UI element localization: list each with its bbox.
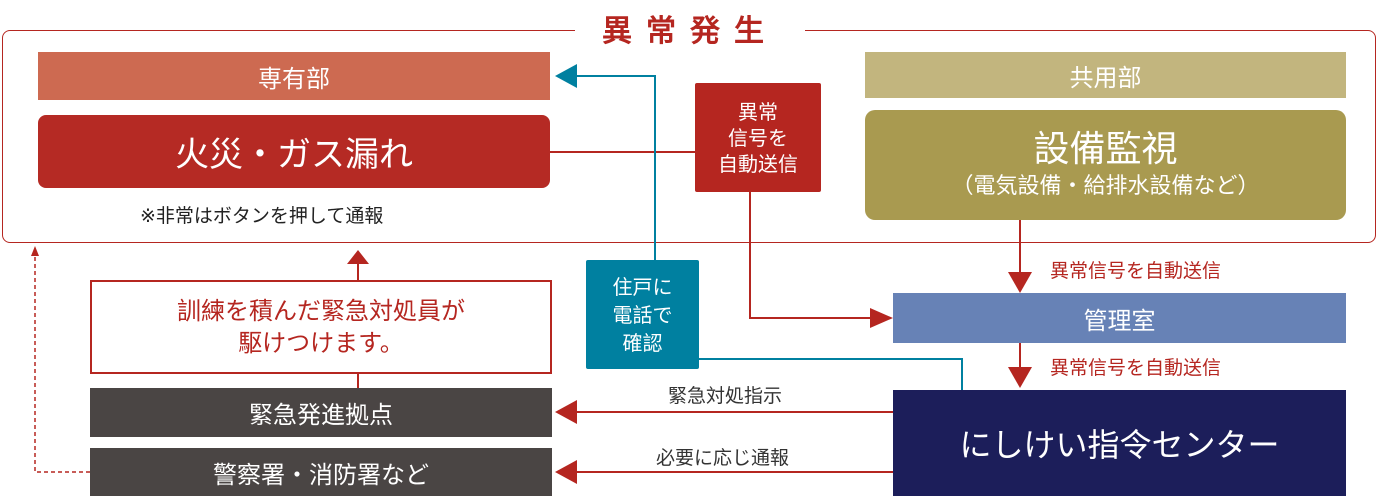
police-dashed-line: [34, 256, 90, 473]
private-area-header: 専有部: [38, 52, 550, 100]
arrow-head: [347, 250, 369, 264]
phone-to-private-line: [575, 75, 656, 260]
arrow-head: [870, 308, 893, 328]
management-room-box: 管理室: [893, 293, 1346, 343]
instruction-label: 緊急対処指示: [668, 385, 783, 407]
responders-box: 訓練を積んだ緊急対処員が 駆けつけます。: [90, 280, 552, 374]
arrow-head: [555, 64, 577, 88]
command-center-box: にしけい指令センター: [893, 390, 1346, 496]
arrow-head: [31, 246, 39, 256]
signal-to-management-line: [749, 192, 870, 319]
emergency-button-note: ※非常はボタンを押して通報: [140, 205, 384, 227]
arrow-head: [1008, 367, 1032, 388]
arrow-head: [1008, 272, 1032, 293]
fire-gas-leak-box: 火災・ガス漏れ: [38, 115, 550, 188]
common-area-header: 共用部: [865, 52, 1346, 98]
dispatch-base-box: 緊急発進拠点: [90, 388, 552, 437]
police-fire-box: 警察署・消防署など: [90, 448, 552, 496]
signal-label-2: 異常信号を自動送信: [1050, 357, 1222, 379]
phone-confirm-box: 住戸に 電話で 確認: [586, 260, 699, 369]
auto-signal-box: 異常 信号を 自動送信: [695, 83, 821, 192]
incident-title: 異常発生: [575, 8, 805, 49]
arrow-head: [555, 460, 577, 484]
report-label: 必要に応じ通報: [656, 447, 790, 469]
center-to-phone-line: [699, 358, 963, 390]
signal-label-1: 異常信号を自動送信: [1050, 260, 1222, 282]
equipment-monitoring-box: 設備監視 （電気設備・給排水設備など）: [865, 110, 1346, 220]
arrow-head: [555, 400, 577, 424]
